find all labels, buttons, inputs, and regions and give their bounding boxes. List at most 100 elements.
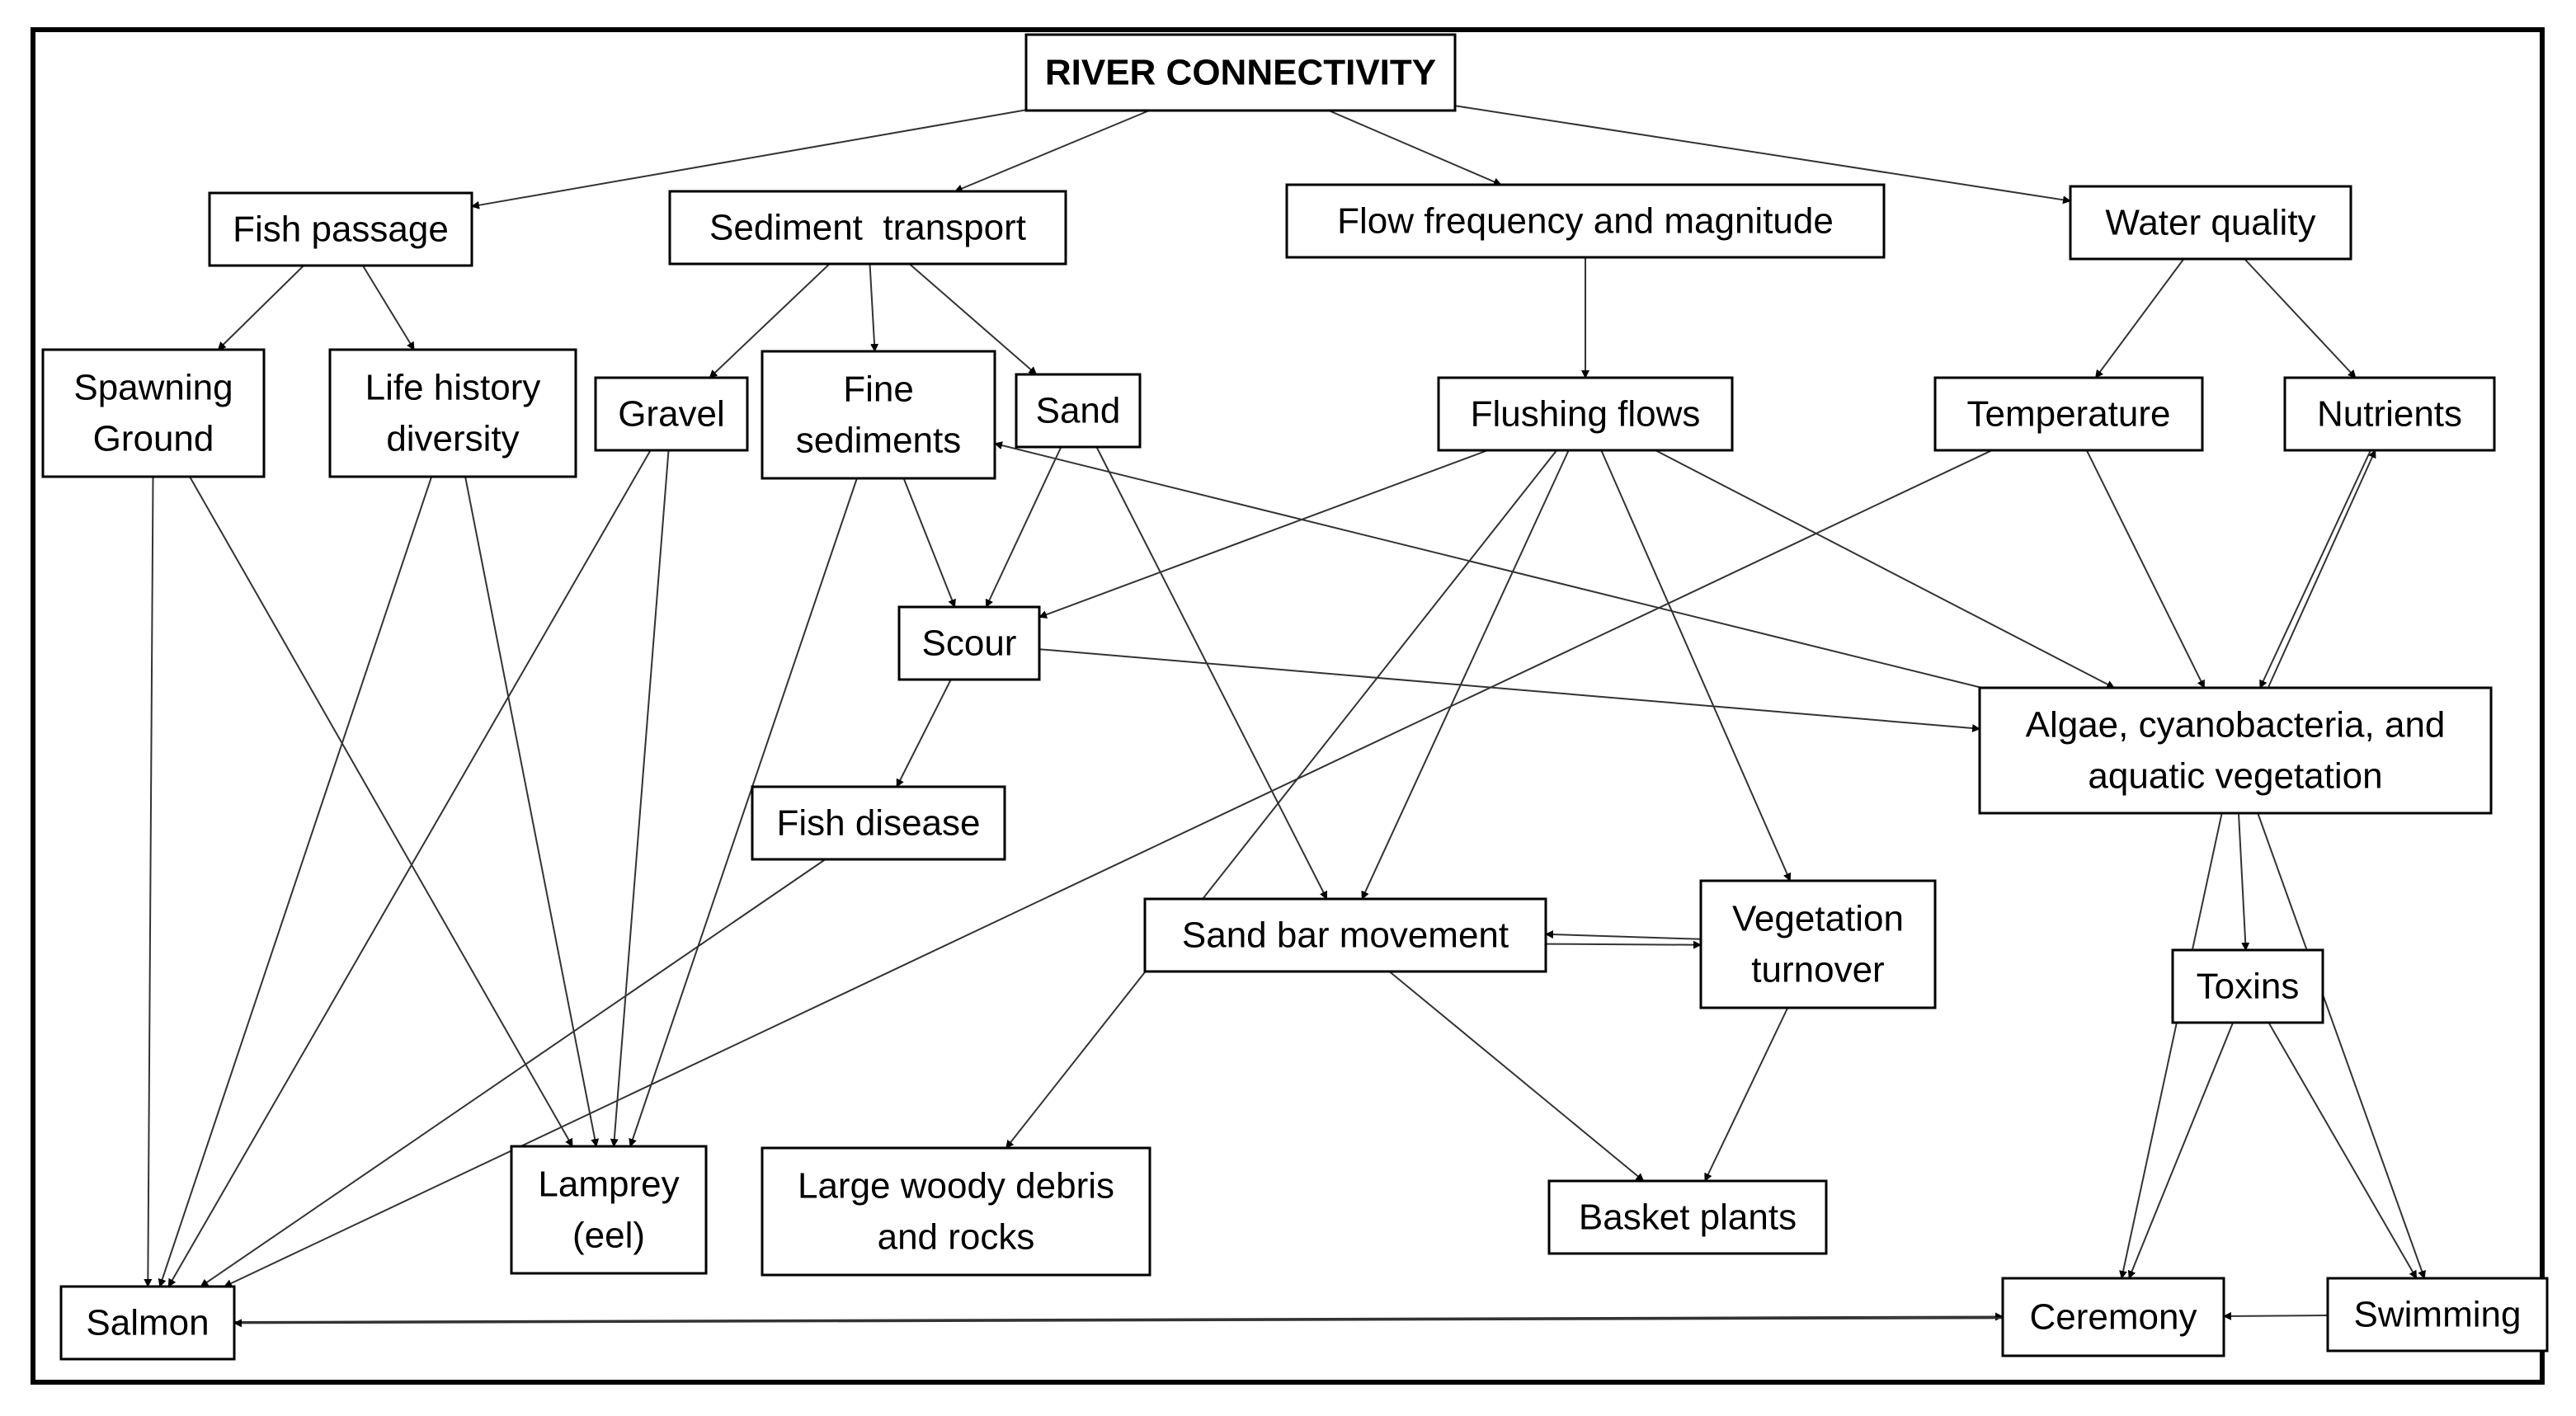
edge-flushing-to-sandbar	[1361, 449, 1570, 900]
node-box	[668, 190, 1067, 266]
node-label: Flushing flows	[1471, 394, 1701, 435]
node-label: and rocks	[878, 1217, 1035, 1258]
edge-algae-to-swimming	[2257, 812, 2426, 1279]
edge-sediment-to-gravel	[709, 263, 831, 379]
node-label: Scour	[922, 623, 1017, 664]
edge-life-history-to-salmon	[158, 476, 433, 1287]
node-label: Ground	[93, 419, 214, 459]
edge-river-to-sediment	[954, 110, 1150, 193]
node-label: Life history	[365, 368, 541, 408]
edge-water-quality-to-temperature	[2094, 258, 2185, 379]
node-box	[1285, 183, 1886, 259]
node-sediment: Sediment transport	[668, 190, 1067, 266]
node-label: Sand bar movement	[1182, 915, 1509, 956]
edge-spawning-to-salmon	[144, 476, 154, 1287]
node-basket: Basket plants	[1547, 1179, 1828, 1255]
node-sand: Sand	[1015, 373, 1142, 449]
edge-flushing-to-algae	[1655, 449, 2116, 689]
node-salmon: Salmon	[59, 1285, 236, 1361]
edge-river-to-fish-passage	[471, 109, 1027, 209]
node-box	[208, 191, 473, 267]
edge-river-to-water-quality	[1454, 105, 2071, 205]
node-box	[751, 785, 1006, 861]
node-label: (eel)	[572, 1216, 645, 1256]
node-label: RIVER CONNECTIVITY	[1045, 53, 1436, 93]
node-label: Basket plants	[1579, 1197, 1797, 1238]
nodes-layer: RIVER CONNECTIVITY Fish passage Sediment t…	[41, 33, 2549, 1361]
node-label: diversity	[386, 419, 519, 459]
edge-sand-to-sandbar	[1095, 446, 1328, 900]
edge-sediment-to-sand	[908, 263, 1038, 375]
node-label: Water quality	[2105, 203, 2315, 243]
node-label: Vegetation	[1732, 899, 1904, 939]
node-scour: Scour	[897, 605, 1041, 681]
edge-sand-to-scour	[985, 446, 1062, 608]
edge-algae-to-toxins	[2237, 812, 2250, 951]
node-toxins: Toxins	[2171, 948, 2324, 1024]
node-water-quality: Water quality	[2069, 185, 2352, 261]
node-label: Algae, cyanobacteria, and	[2026, 705, 2446, 746]
edge-scour-to-algae	[1038, 648, 1980, 732]
diagram-frame	[31, 27, 2545, 1385]
node-box	[1978, 686, 2493, 815]
node-label: Ceremony	[2030, 1297, 2197, 1338]
node-label: Nutrients	[2317, 394, 2462, 435]
node-label: Sediment transport	[709, 208, 1026, 248]
node-gravel: Gravel	[594, 376, 749, 452]
edge-sediment-to-fine-sed	[869, 263, 879, 352]
edge-fine-sed-to-scour	[902, 477, 956, 608]
node-label: Spawning	[73, 368, 233, 408]
node-label: Toxins	[2197, 967, 2300, 1007]
node-box	[1699, 879, 1937, 1009]
node-swimming: Swimming	[2326, 1277, 2549, 1352]
node-label: Fish disease	[776, 803, 980, 844]
node-label: Large woody debris	[798, 1166, 1114, 1207]
node-box	[1933, 376, 2204, 452]
edge-algae-to-ceremony	[2119, 812, 2223, 1279]
node-fish-disease: Fish disease	[751, 785, 1006, 861]
node-box	[2069, 185, 2352, 261]
edge-algae-to-nutrients	[2267, 449, 2376, 689]
node-box	[41, 348, 266, 478]
node-sandbar: Sand bar movement	[1143, 897, 1547, 973]
node-box	[897, 605, 1041, 681]
edge-toxins-to-ceremony	[2127, 1022, 2235, 1279]
edge-flushing-to-veg-turnover	[1600, 449, 1792, 882]
node-flow: Flow frequency and magnitude	[1285, 183, 1886, 259]
edge-nutrients-to-algae	[2259, 449, 2371, 689]
edge-flushing-to-scour	[1038, 449, 1489, 619]
edge-scour-to-fish-disease	[896, 679, 952, 788]
node-flushing: Flushing flows	[1437, 376, 1734, 452]
edge-fish-passage-to-spawning	[217, 265, 304, 350]
node-lwd: Large woody debris and rocks	[761, 1146, 1151, 1277]
node-label: Swimming	[2354, 1295, 2522, 1335]
node-box	[2001, 1277, 2225, 1357]
node-label: Fish passage	[233, 209, 449, 250]
node-label: Lamprey	[538, 1164, 679, 1205]
node-label: turnover	[1751, 950, 1884, 990]
node-label: Gravel	[618, 394, 725, 435]
node-box	[594, 376, 749, 452]
node-ceremony: Ceremony	[2001, 1277, 2225, 1357]
edge-river-to-flow	[1328, 110, 1502, 186]
edge-gravel-to-salmon	[167, 449, 652, 1287]
node-box	[1015, 373, 1142, 449]
edge-spawning-to-lamprey	[189, 476, 573, 1147]
edge-algae-to-fine-sed	[994, 441, 1983, 689]
edge-life-history-to-lamprey	[464, 476, 600, 1147]
node-box	[2283, 376, 2496, 452]
node-fish-passage: Fish passage	[208, 191, 473, 267]
edge-fish-passage-to-life-history	[361, 265, 415, 350]
node-lamprey: Lamprey (eel)	[510, 1145, 708, 1275]
edge-fish-disease-to-salmon	[200, 859, 826, 1287]
node-box	[1143, 897, 1547, 973]
edge-fine-sed-to-lamprey	[629, 477, 858, 1147]
edge-toxins-to-swimming	[2268, 1022, 2418, 1279]
node-label: sediments	[796, 421, 962, 461]
edge-salmon-to-ceremony	[233, 1312, 2004, 1323]
edge-temperature-to-algae	[2085, 449, 2206, 689]
